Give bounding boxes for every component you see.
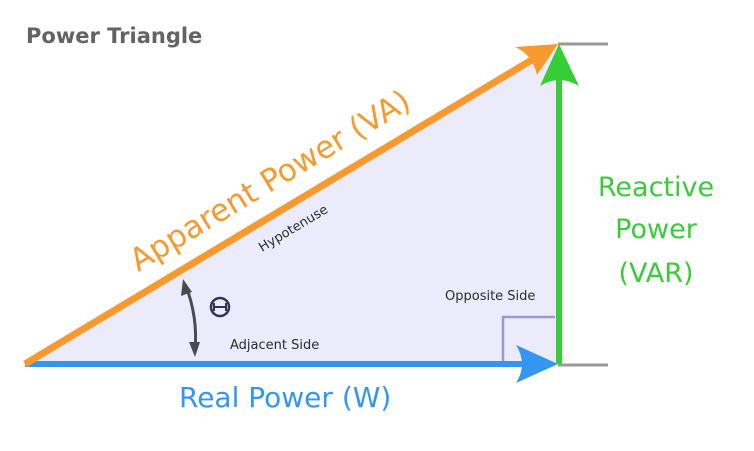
real-power-arrowhead <box>516 345 558 383</box>
reactive-power-label-line-2: Power <box>615 214 698 245</box>
adjacent-side-caption: Adjacent Side <box>230 338 319 353</box>
reactive-power-label-line-3: (VAR) <box>618 258 693 289</box>
right-angle-marker <box>501 315 555 364</box>
apparent-power-arrowhead <box>515 44 558 75</box>
diagram-title: Power Triangle <box>26 24 202 48</box>
opposite-side-caption: Opposite Side <box>445 289 535 304</box>
theta-arc-arrow <box>181 279 200 357</box>
apparent-power-arrow <box>23 44 558 368</box>
reactive-power-arrowhead <box>540 44 579 86</box>
real-power-label: Real Power (W) <box>179 381 391 414</box>
real-power-arrow <box>25 345 558 383</box>
theta-symbol <box>209 296 231 318</box>
reactive-power-arrow <box>540 44 579 364</box>
reactive-power-label-line-1: Reactive <box>598 172 714 203</box>
